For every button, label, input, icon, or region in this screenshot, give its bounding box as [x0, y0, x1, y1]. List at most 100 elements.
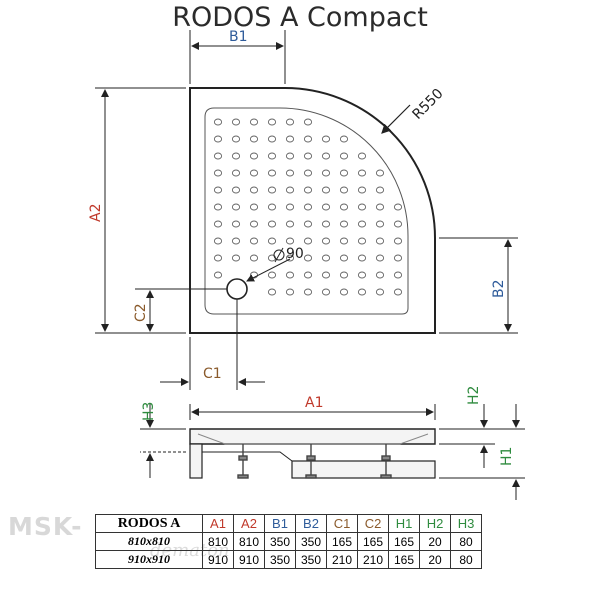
table-cell: 210: [326, 550, 358, 569]
dimensions-table: RODOS A A1 A2 B1 B2 C1 C2 H1 H2 H3 810x8…: [95, 514, 482, 569]
anti-slip-dot: [339, 169, 349, 177]
drain-icon: [226, 278, 248, 300]
anti-slip-dot: [267, 186, 277, 194]
anti-slip-dot: [249, 186, 259, 194]
anti-slip-dot: [357, 169, 367, 177]
anti-slip-dot: [303, 118, 313, 126]
table-cell: 20: [419, 532, 451, 551]
dim-label-C1: C1: [203, 366, 222, 382]
table-cell: 350: [295, 532, 327, 551]
anti-slip-dot: [267, 152, 277, 160]
anti-slip-dot: [303, 271, 313, 279]
dim-label-B2: B2: [491, 279, 507, 298]
anti-slip-dot: [249, 135, 259, 143]
table-cell: 350: [264, 532, 296, 551]
anti-slip-dot: [285, 220, 295, 228]
anti-slip-dot: [285, 118, 295, 126]
anti-slip-dot: [285, 203, 295, 211]
anti-slip-dot: [249, 203, 259, 211]
table-cell: 165: [388, 532, 420, 551]
dim-label-H1: H1: [499, 447, 515, 466]
anti-slip-dot: [267, 237, 277, 245]
table-cell: 20: [419, 550, 451, 569]
table-header-cell: H2: [419, 514, 451, 533]
anti-slip-dot: [285, 169, 295, 177]
dim-label-B1: B1: [229, 29, 248, 45]
anti-slip-dot: [321, 271, 331, 279]
anti-slip-dot: [375, 203, 385, 211]
anti-slip-dot: [249, 169, 259, 177]
dim-label-A2: A2: [88, 204, 104, 222]
anti-slip-dot: [357, 237, 367, 245]
anti-slip-dot: [213, 271, 223, 279]
anti-slip-dot: [321, 203, 331, 211]
anti-slip-dot: [357, 288, 367, 296]
anti-slip-dot: [321, 237, 331, 245]
anti-slip-dot: [267, 220, 277, 228]
table-model-cell: 810x810: [95, 532, 203, 551]
anti-slip-dot: [321, 152, 331, 160]
anti-slip-dot: [285, 288, 295, 296]
table-row: 810x810 810 810 350 350 165 165 165 20 8…: [95, 532, 482, 551]
anti-slip-dot: [231, 203, 241, 211]
anti-slip-dot: [231, 118, 241, 126]
anti-slip-dot: [375, 254, 385, 262]
table-header-cell: H3: [450, 514, 482, 533]
radius-label: R550: [410, 86, 447, 123]
table-header-cell: A1: [202, 514, 234, 533]
anti-slip-dot: [267, 271, 277, 279]
anti-slip-dot: [267, 203, 277, 211]
anti-slip-dot: [393, 288, 403, 296]
anti-slip-dot: [285, 254, 295, 262]
anti-slip-dot: [303, 186, 313, 194]
anti-slip-dot: [303, 237, 313, 245]
anti-slip-dot: [357, 220, 367, 228]
anti-slip-dot: [375, 220, 385, 228]
anti-slip-dot: [303, 169, 313, 177]
anti-slip-dot: [339, 152, 349, 160]
anti-slip-dot: [339, 220, 349, 228]
anti-slip-dot: [321, 169, 331, 177]
anti-slip-dots: [213, 118, 403, 296]
anti-slip-dot: [375, 186, 385, 194]
anti-slip-dot: [231, 152, 241, 160]
anti-slip-dot: [231, 237, 241, 245]
anti-slip-dot: [249, 152, 259, 160]
anti-slip-dot: [249, 220, 259, 228]
anti-slip-dot: [321, 220, 331, 228]
table-cell: 350: [295, 550, 327, 569]
anti-slip-dot: [321, 135, 331, 143]
anti-slip-dot: [321, 288, 331, 296]
anti-slip-dot: [285, 135, 295, 143]
anti-slip-dot: [357, 186, 367, 194]
dim-label-H2: H2: [466, 386, 482, 405]
anti-slip-dot: [321, 254, 331, 262]
table-cell: 910: [233, 550, 265, 569]
anti-slip-dot: [357, 152, 367, 160]
anti-slip-dot: [393, 237, 403, 245]
anti-slip-dot: [267, 118, 277, 126]
anti-slip-dot: [213, 135, 223, 143]
anti-slip-dot: [213, 254, 223, 262]
table-cell: 165: [388, 550, 420, 569]
dim-label-A1: A1: [305, 395, 323, 411]
anti-slip-dot: [213, 203, 223, 211]
tray-outline: [189, 87, 436, 334]
anti-slip-dot: [231, 135, 241, 143]
table-header-cell: B2: [295, 514, 327, 533]
anti-slip-dot: [303, 135, 313, 143]
dim-label-C2: C2: [133, 303, 149, 322]
anti-slip-dot: [231, 254, 241, 262]
tray-side-view: [189, 428, 436, 479]
table-header-row: RODOS A A1 A2 B1 B2 C1 C2 H1 H2 H3: [95, 514, 482, 533]
anti-slip-dot: [213, 237, 223, 245]
table-row: 910x910 910 910 350 350 210 210 165 20 8…: [95, 550, 482, 569]
anti-slip-dot: [339, 203, 349, 211]
anti-slip-dot: [321, 186, 331, 194]
anti-slip-dot: [339, 237, 349, 245]
table-cell: 810: [202, 532, 234, 551]
anti-slip-dot: [231, 186, 241, 194]
anti-slip-dot: [267, 135, 277, 143]
anti-slip-dot: [339, 288, 349, 296]
anti-slip-dot: [285, 152, 295, 160]
